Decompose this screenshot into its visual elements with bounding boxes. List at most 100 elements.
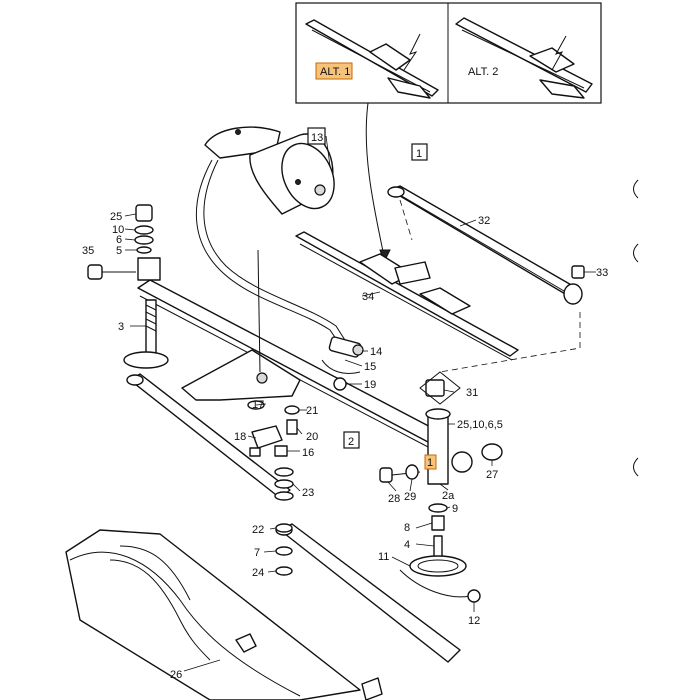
label-32[interactable]: 32	[478, 215, 490, 227]
wiper-blade[interactable]	[295, 231, 519, 361]
motor-screw	[295, 179, 301, 185]
label-15[interactable]: 15	[364, 361, 376, 373]
blade-frame	[295, 231, 519, 357]
label-2-box	[343, 431, 360, 449]
arm-head	[563, 283, 583, 305]
cover-clip	[235, 633, 257, 653]
leader-lines	[124, 135, 596, 672]
label-5[interactable]: 5	[116, 245, 122, 257]
mount-hole	[256, 372, 268, 384]
arm-body	[389, 185, 581, 299]
seal-11-inner	[417, 559, 459, 573]
left-washer-stack	[134, 204, 154, 254]
label-33[interactable]: 33	[596, 267, 608, 279]
cap-31-outline	[419, 371, 461, 405]
washers-23	[274, 467, 294, 501]
label-2[interactable]: 2	[348, 436, 354, 448]
label-25-10-6-5[interactable]: 25,10,6,5	[457, 419, 503, 431]
right-pivot-top	[425, 408, 451, 420]
cap-31	[425, 379, 445, 397]
motor-cable-outer	[203, 159, 351, 349]
terminal-12[interactable]	[467, 589, 481, 603]
label-12[interactable]: 12	[468, 615, 480, 627]
label-2a[interactable]: 2a	[442, 490, 455, 502]
label-1-box	[411, 143, 428, 161]
alt1-label[interactable]: ALT. 1	[320, 66, 350, 78]
label-1[interactable]: 1	[416, 148, 422, 160]
label-9[interactable]: 9	[452, 503, 458, 515]
label-1-highlighted[interactable]: 1	[427, 457, 433, 469]
label-27[interactable]: 27	[486, 469, 498, 481]
label-7[interactable]: 7	[254, 547, 260, 559]
alt2-blade-sketch	[455, 17, 593, 99]
label-20[interactable]: 20	[306, 431, 318, 443]
label-13[interactable]: 13	[311, 132, 323, 144]
blade-yoke-2	[419, 287, 471, 315]
label-25[interactable]: 25	[110, 211, 122, 223]
label-10[interactable]: 10	[112, 224, 124, 236]
cable-connector[interactable]	[328, 336, 364, 358]
edge-marks	[633, 179, 639, 477]
label-26[interactable]: 26	[170, 669, 182, 681]
drive-link-left[interactable]	[126, 373, 291, 499]
cover-panel[interactable]	[65, 529, 383, 700]
label-18[interactable]: 18	[234, 431, 246, 443]
arm-to-pivot-dashed	[439, 312, 581, 373]
label-11[interactable]: 11	[378, 551, 389, 563]
label-16[interactable]: 16	[302, 447, 314, 459]
label-23[interactable]: 23	[302, 487, 314, 499]
washers-22-7-24	[275, 523, 293, 576]
right-pivot[interactable]	[409, 371, 467, 577]
label-29[interactable]: 29	[404, 491, 416, 503]
wiper-motor[interactable]	[204, 126, 344, 217]
nut-8	[431, 515, 445, 531]
label-8[interactable]: 8	[404, 522, 410, 534]
bolt-28-washer-29[interactable]	[379, 464, 421, 483]
label-21[interactable]: 21	[306, 405, 318, 417]
cover-hump	[109, 559, 211, 661]
label-31[interactable]: 31	[466, 387, 478, 399]
label-19[interactable]: 19	[364, 379, 376, 391]
cable-tie-15	[321, 359, 361, 374]
left-pivot[interactable]	[123, 257, 169, 369]
label-1h-box	[424, 454, 437, 470]
bracket-18[interactable]	[249, 425, 283, 457]
gearbox-screw	[235, 129, 241, 135]
cover-outline	[65, 529, 361, 700]
motor-cable	[196, 159, 346, 353]
washer-9	[428, 503, 448, 513]
motor-leader-line	[257, 249, 261, 373]
label-28[interactable]: 28	[388, 493, 400, 505]
inset-leader	[365, 102, 385, 257]
ground-cable	[399, 569, 471, 598]
bolt-35[interactable]	[87, 264, 136, 280]
cover-clip-2	[361, 677, 383, 700]
arm-tip	[387, 186, 405, 198]
label-35[interactable]: 35	[82, 245, 94, 257]
left-pivot-thread	[145, 304, 157, 332]
label-22[interactable]: 22	[252, 524, 264, 536]
ball-cap-27	[481, 443, 503, 461]
left-pivot-head	[137, 257, 161, 281]
label-3[interactable]: 3	[118, 321, 124, 333]
label-14[interactable]: 14	[370, 346, 382, 358]
left-pivot-crank	[123, 351, 169, 369]
arm-to-blade-dashed	[399, 199, 413, 241]
alt2-label: ALT. 2	[468, 66, 498, 78]
motor-shaft	[314, 184, 326, 196]
label-4[interactable]: 4	[404, 539, 410, 551]
ball-joint[interactable]	[451, 443, 503, 473]
nut-19[interactable]	[333, 377, 347, 391]
label-34[interactable]: 34	[362, 291, 374, 303]
label-17[interactable]: 17	[252, 399, 264, 411]
label-6[interactable]: 6	[116, 234, 122, 246]
drive-link-long[interactable]	[275, 523, 461, 663]
motor-mount-plate	[181, 349, 301, 401]
label-24[interactable]: 24	[252, 567, 264, 579]
callout-labels: 13 1 2 1 25 10 6 5 35 3 17 21 20 18 16 2…	[82, 127, 608, 681]
wiper-arm[interactable]	[387, 185, 583, 305]
linkage-frame[interactable]	[137, 249, 441, 449]
nut-33[interactable]	[571, 265, 585, 279]
alternatives-inset: ALT. 1 ALT. 2	[295, 2, 602, 104]
